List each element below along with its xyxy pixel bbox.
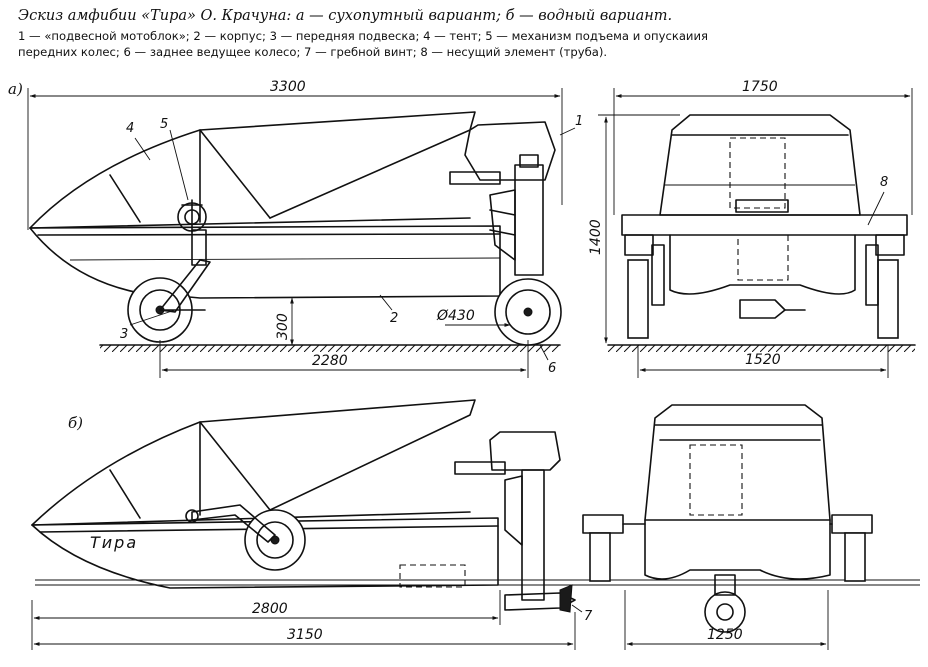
front-wheel-land: [127, 229, 211, 343]
view-a-front: 1750 1400 1520 8: [588, 79, 916, 378]
view-a-label: а): [8, 80, 23, 98]
callout-1: 1: [575, 114, 583, 129]
legend-line-1: 1 — «подвесной мотоблок»; 2 — корпус; 3 …: [18, 29, 708, 43]
callout-8: 8: [880, 175, 888, 190]
view-b-side: б) Тира: [31, 399, 593, 650]
figure-caption: Эскиз амфибии «Тира» О. Крачуна: а — сух…: [18, 6, 918, 60]
dim-track-a: 1520: [745, 352, 781, 368]
dim-length-b: 3150: [287, 627, 323, 643]
canopy-land: [29, 111, 476, 229]
view-b-front: 1250: [580, 404, 920, 650]
view-a-side: а): [8, 79, 583, 378]
hull-name: Тира: [90, 533, 138, 552]
callout-6: 6: [548, 361, 556, 376]
dim-height-a: 1400: [588, 219, 604, 255]
figure-legend: 1 — «подвесной мотоблок»; 2 — корпус; 3 …: [18, 28, 918, 60]
dim-width-a: 1750: [742, 79, 778, 95]
hull-land: [29, 225, 501, 299]
legend-line-2: передних колес; 6 — заднее ведущее колес…: [18, 45, 608, 59]
callout-7: 7: [584, 609, 593, 624]
dim-waterline-length: 2800: [252, 601, 288, 617]
dim-wheelbase-a: 2280: [312, 353, 348, 369]
dim-length-a: 3300: [270, 79, 306, 95]
view-b-label: б): [68, 414, 83, 432]
callout-5: 5: [160, 117, 168, 132]
motoblock-engine-water: [454, 431, 576, 613]
dim-clearance-a: 300: [275, 313, 291, 340]
motoblock-engine-land: [449, 121, 556, 276]
canopy-water: [31, 399, 476, 526]
lift-mechanism: [177, 199, 207, 233]
raised-front-wheel: [185, 504, 306, 571]
rear-wheel-land: [494, 278, 562, 346]
figure-title: Эскиз амфибии «Тира» О. Крачуна: а — сух…: [18, 8, 673, 24]
callout-3: 3: [120, 327, 128, 342]
callout-2: 2: [390, 311, 398, 326]
callout-4: 4: [126, 121, 134, 136]
dim-track-b: 1250: [707, 627, 743, 643]
dim-wheel-diameter: Ø430: [436, 308, 475, 324]
